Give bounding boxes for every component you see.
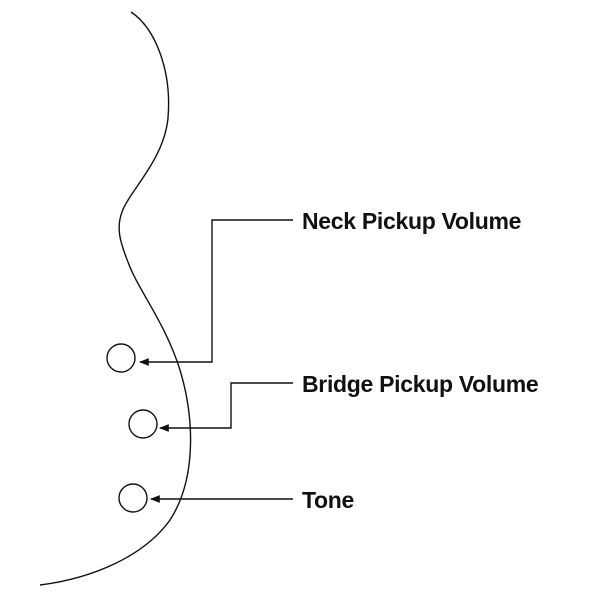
tone-knob[interactable] <box>118 483 148 513</box>
guitar-body-outline <box>39 11 192 586</box>
neck-volume-label: Neck Pickup Volume <box>302 208 521 234</box>
tone-label: Tone <box>302 487 354 513</box>
bridge-volume-knob[interactable] <box>128 409 158 439</box>
neck-volume-knob[interactable] <box>106 343 136 373</box>
bridge-volume-leader <box>159 382 293 432</box>
bridge-volume-label: Bridge Pickup Volume <box>302 371 538 397</box>
neck-volume-leader <box>139 219 293 366</box>
